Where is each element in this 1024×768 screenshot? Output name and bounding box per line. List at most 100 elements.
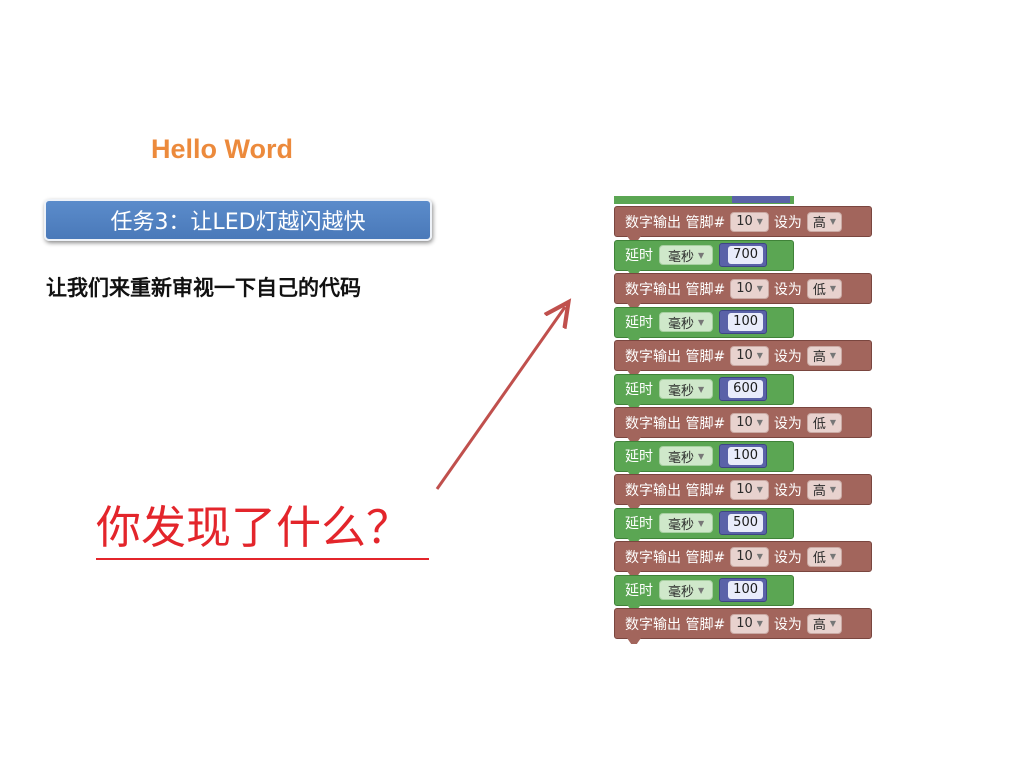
state-dropdown-value: 高 (812, 618, 826, 633)
digital-output-block[interactable]: 数字输出 管脚#10▼设为高▼ (614, 206, 872, 242)
state-dropdown-value: 低 (812, 551, 826, 566)
pin-dropdown-value: 10 (736, 214, 753, 229)
pin-dropdown-value: 10 (736, 281, 753, 296)
delay-value-input[interactable]: 700 (728, 246, 763, 264)
pin-dropdown[interactable]: 10▼ (730, 278, 769, 299)
pin-dropdown[interactable]: 10▼ (730, 345, 769, 366)
pin-dropdown-value: 10 (736, 415, 753, 430)
delay-label: 延时 (625, 248, 653, 264)
digital-output-block[interactable]: 数字输出 管脚#10▼设为高▼ (614, 608, 872, 644)
state-dropdown[interactable]: 低▼ (806, 278, 843, 299)
review-code-text: 让我们来重新审视一下自己的代码 (46, 276, 361, 300)
block-connector-notch (627, 437, 641, 443)
delay-value-socket: 100 (719, 444, 767, 468)
block-connector-notch (627, 537, 641, 544)
delay-block[interactable]: 延时毫秒▼ 500 (614, 507, 794, 544)
pin-dropdown[interactable]: 10▼ (730, 613, 769, 634)
delay-value-socket: 500 (719, 511, 767, 535)
chevron-down-icon: ▼ (698, 585, 705, 595)
delay-block[interactable]: 延时毫秒▼ 100 (614, 306, 794, 343)
digital-output-block[interactable]: 数字输出 管脚#10▼设为低▼ (614, 273, 872, 309)
digital-output-label: 数字输出 管脚# (625, 214, 726, 231)
state-dropdown[interactable]: 高▼ (806, 211, 843, 232)
digital-output-block[interactable]: 数字输出 管脚#10▼设为高▼ (614, 340, 872, 376)
chevron-down-icon: ▼ (756, 619, 763, 628)
block-connector-notch (627, 303, 641, 309)
digital-output-label: 数字输出 管脚# (625, 549, 726, 566)
chevron-down-icon: ▼ (756, 217, 763, 226)
chevron-down-icon: ▼ (698, 317, 705, 327)
unit-dropdown-value: 毫秒 (668, 450, 695, 466)
state-dropdown-value: 高 (812, 216, 826, 231)
pin-dropdown[interactable]: 10▼ (730, 211, 769, 232)
pin-dropdown-value: 10 (736, 348, 753, 363)
delay-value-input[interactable]: 100 (728, 447, 763, 465)
pin-dropdown[interactable]: 10▼ (730, 479, 769, 500)
chevron-down-icon: ▼ (756, 284, 763, 293)
state-dropdown[interactable]: 高▼ (806, 479, 843, 500)
delay-value-input[interactable]: 100 (728, 581, 763, 599)
unit-dropdown-value: 毫秒 (668, 383, 695, 399)
delay-block[interactable]: 延时毫秒▼100 (614, 574, 794, 611)
digital-output-label: 数字输出 管脚# (625, 482, 726, 499)
chevron-down-icon: ▼ (698, 384, 705, 394)
unit-dropdown[interactable]: 毫秒▼ (659, 580, 714, 600)
pin-dropdown-value: 10 (736, 549, 753, 564)
digital-output-label: 数字输出 管脚# (625, 616, 726, 633)
previous-delay-block-partial (614, 196, 794, 204)
delay-block[interactable]: 延时毫秒▼100 (614, 440, 794, 477)
unit-dropdown[interactable]: 毫秒▼ (659, 379, 714, 399)
number-socket-partial (732, 196, 790, 203)
unit-dropdown[interactable]: 毫秒▼ (659, 446, 714, 466)
set-to-label: 设为 (773, 348, 802, 365)
chevron-down-icon: ▼ (756, 485, 763, 494)
digital-output-block[interactable]: 数字输出 管脚#10▼设为高▼ (614, 474, 872, 510)
pin-dropdown-value: 10 (736, 616, 753, 631)
chevron-down-icon: ▼ (829, 619, 837, 628)
delay-value-input[interactable]: 500 (728, 514, 763, 532)
block-connector-notch (627, 604, 641, 611)
delay-value-socket: 600 (719, 377, 767, 401)
chevron-down-icon: ▼ (829, 217, 837, 226)
delay-label: 延时 (625, 382, 653, 398)
chevron-down-icon: ▼ (829, 485, 837, 494)
state-dropdown-value: 低 (812, 283, 826, 298)
unit-dropdown[interactable]: 毫秒▼ (659, 245, 714, 265)
delay-block[interactable]: 延时毫秒▼ 600 (614, 373, 794, 410)
chevron-down-icon: ▼ (698, 250, 705, 260)
block-connector-notch (627, 336, 641, 343)
state-dropdown[interactable]: 低▼ (806, 412, 843, 433)
block-connector-notch (627, 504, 641, 510)
chevron-down-icon: ▼ (829, 552, 837, 561)
digital-output-block[interactable]: 数字输出 管脚#10▼设为低▼ (614, 541, 872, 577)
unit-dropdown[interactable]: 毫秒▼ (659, 513, 714, 533)
delay-value-input[interactable]: 100 (728, 313, 763, 331)
state-dropdown[interactable]: 低▼ (806, 546, 843, 567)
chevron-down-icon: ▼ (829, 351, 837, 360)
delay-label: 延时 (625, 516, 653, 532)
set-to-label: 设为 (773, 616, 802, 633)
block-connector-notch (627, 571, 641, 577)
block-connector-notch (627, 403, 641, 410)
block-connector-notch (627, 236, 641, 242)
delay-block[interactable]: 延时毫秒▼ 700 (614, 239, 794, 276)
state-dropdown[interactable]: 高▼ (806, 613, 843, 634)
pin-dropdown[interactable]: 10▼ (730, 412, 769, 433)
delay-value-socket: 100 (719, 310, 767, 334)
state-dropdown[interactable]: 高▼ (806, 345, 843, 366)
set-to-label: 设为 (773, 549, 802, 566)
digital-output-label: 数字输出 管脚# (625, 415, 726, 432)
digital-output-label: 数字输出 管脚# (625, 348, 726, 365)
digital-output-block[interactable]: 数字输出 管脚#10▼设为低▼ (614, 407, 872, 443)
delay-value-input[interactable]: 600 (728, 380, 763, 398)
question-text: 你发现了什么？ (96, 498, 430, 560)
unit-dropdown[interactable]: 毫秒▼ (659, 312, 714, 332)
delay-label: 延时 (625, 315, 653, 331)
block-connector-notch (627, 638, 641, 644)
arrow-line (435, 307, 565, 490)
set-to-label: 设为 (773, 281, 802, 298)
state-dropdown-value: 高 (812, 350, 826, 365)
chevron-down-icon: ▼ (829, 418, 837, 427)
pin-dropdown[interactable]: 10▼ (730, 546, 769, 567)
